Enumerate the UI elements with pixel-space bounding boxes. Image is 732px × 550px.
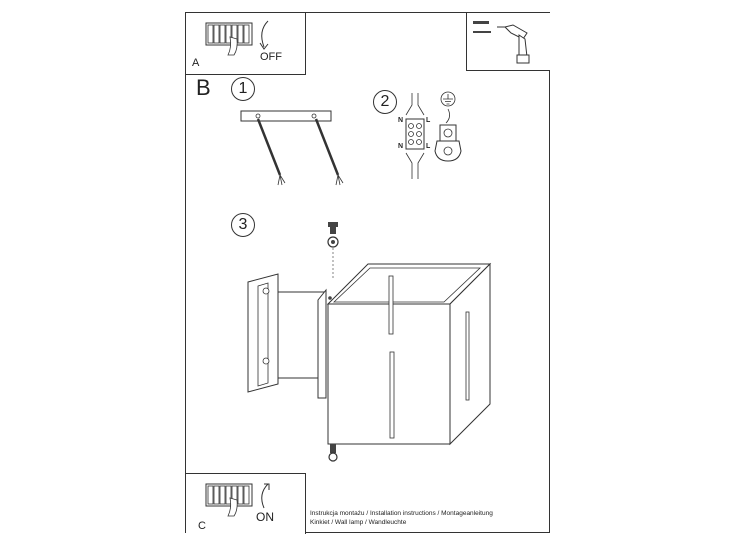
panel-c: C ON	[186, 473, 306, 534]
step-1-number: 1	[238, 80, 248, 97]
wire-n-bottom: N	[398, 143, 404, 150]
step-1-badge: 1	[231, 77, 255, 101]
step-2-number: 2	[380, 93, 390, 110]
drill-icon	[473, 21, 530, 64]
caption-line-1: Instrukcja montażu / Installation instru…	[310, 510, 493, 517]
breaker-on-icon	[205, 483, 270, 517]
panel-a-letter: A	[192, 57, 200, 69]
terminal-block-icon	[405, 93, 425, 179]
step-3-number: 3	[238, 216, 248, 233]
ground-connector-icon	[434, 91, 462, 162]
caption-line-2: Kinkiet / Wall lamp / Wandleuchte	[310, 519, 407, 526]
wire-n-top: N	[398, 117, 404, 124]
panel-c-letter: C	[198, 520, 206, 532]
breaker-off-icon	[205, 20, 269, 56]
instruction-sheet: A OFF B 1 2 3	[185, 12, 550, 534]
on-label: ON	[256, 510, 274, 524]
wall-lamp-assembly-icon	[247, 222, 492, 462]
wire-l-top: L	[426, 117, 431, 124]
tools-panel	[466, 13, 550, 71]
wire-l-bottom: L	[426, 143, 431, 150]
step-2-badge: 2	[373, 90, 397, 114]
panel-a: A OFF	[186, 13, 306, 75]
step-3-badge: 3	[231, 213, 255, 237]
off-label: OFF	[260, 51, 282, 63]
mounting-plate-wires-icon	[240, 110, 344, 186]
panel-b-letter: B	[196, 75, 211, 100]
